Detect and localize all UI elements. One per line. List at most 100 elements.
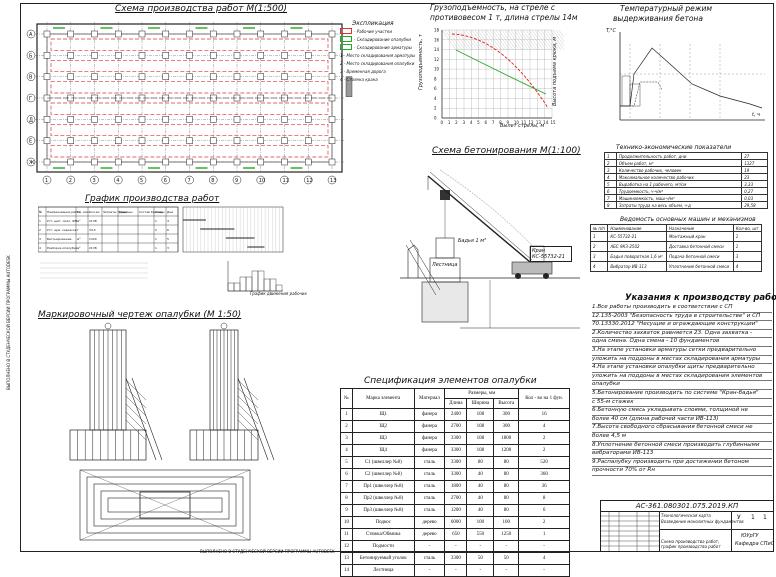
tep-cell-n: 6 bbox=[604, 187, 617, 195]
schedule-cell: Уст. щит. опал. ФМ bbox=[47, 219, 78, 223]
crane-y-tick: 8 bbox=[434, 76, 437, 81]
formwork-plan-contour bbox=[100, 490, 230, 520]
spec-cell: - bbox=[493, 540, 520, 553]
crane-hatch bbox=[519, 29, 535, 51]
formwork-ladder-rung bbox=[125, 403, 147, 425]
machine-cell-purpose: Доставка бетонной смеси bbox=[665, 241, 734, 252]
formwork-plan-contour bbox=[93, 483, 237, 527]
crane-x-tick: 2 bbox=[455, 120, 458, 125]
crane-body bbox=[511, 261, 553, 275]
schedule-cell: м² bbox=[77, 219, 81, 223]
plan-foundation bbox=[186, 52, 193, 59]
plan-foundation bbox=[257, 30, 264, 38]
histogram-bar bbox=[227, 282, 235, 292]
crane-x-tick: 6 bbox=[485, 120, 488, 125]
crane-hatch bbox=[516, 29, 532, 51]
instruction-line: 7.Высота свободного сбрасывания бетонной… bbox=[592, 424, 772, 433]
plan-foundation bbox=[162, 137, 169, 144]
schedule-cell: 1320 bbox=[89, 237, 97, 241]
plan-foundation bbox=[115, 158, 122, 166]
crane-x-tick: 5 bbox=[477, 120, 480, 125]
plan-axis-marker bbox=[304, 175, 313, 185]
spec-cell: фанера bbox=[413, 444, 446, 457]
spec-cell: 6 bbox=[518, 504, 570, 517]
formwork-plan-column bbox=[139, 491, 191, 519]
legend-item: 4 - Стоянка крана bbox=[340, 75, 420, 83]
plan-foundation bbox=[43, 52, 51, 59]
instruction-line: 5.Бетонирование производить по системе "… bbox=[592, 390, 772, 399]
plan-foundation bbox=[305, 137, 312, 144]
crane-hatch bbox=[507, 29, 523, 51]
tep-cell-value: 3,33 bbox=[741, 180, 768, 188]
formwork-ladder bbox=[125, 377, 157, 461]
machine-cell-name: Бадья поворотная 1,6 м³ bbox=[607, 251, 667, 262]
plan-axis-number: 12 bbox=[306, 178, 312, 184]
tep-cell-value: 23 bbox=[741, 173, 768, 181]
machines-title: Ведомость основных машин и механизмов bbox=[620, 216, 756, 223]
spec-cell: 550 bbox=[466, 528, 495, 541]
plan-foundation bbox=[138, 137, 146, 144]
instruction-line: вибраторами ИВ-113 bbox=[592, 450, 772, 459]
plan-axis-number: 13 bbox=[330, 178, 336, 184]
temp-ylabel: T,°C bbox=[606, 28, 617, 34]
spec-cell: 9 bbox=[340, 504, 353, 517]
spec-cell: 16 bbox=[518, 408, 570, 421]
plan-work-zone bbox=[50, 102, 329, 115]
machine-cell-qty: 3 bbox=[732, 251, 763, 262]
plan-axis-number: 11 bbox=[283, 178, 289, 184]
crane-x-tick: 15 bbox=[551, 120, 557, 125]
plan-foundation bbox=[186, 73, 193, 80]
schedule-cell: 1 bbox=[155, 246, 157, 250]
spec-cell: 13 bbox=[340, 552, 353, 565]
plan-foundation bbox=[186, 30, 193, 38]
spec-cell: 14 bbox=[340, 564, 353, 577]
plan-axis-letter: Г bbox=[29, 96, 32, 102]
legend-item: 2 - Место складирования опалубки bbox=[340, 59, 420, 67]
schedule-header-cell: Ед. изм. bbox=[77, 210, 90, 214]
spec-cell: 80 bbox=[466, 456, 495, 469]
crane-hatch bbox=[546, 29, 562, 51]
spec-cell: 2400 bbox=[444, 408, 468, 421]
tep-cell-text: Объем работ, м³ bbox=[615, 159, 743, 167]
instruction-line: более 4,5 м bbox=[592, 433, 772, 442]
plan-foundation bbox=[67, 137, 74, 144]
spec-cell: фанера bbox=[413, 408, 446, 421]
plan-axis-number: 4 bbox=[116, 178, 119, 184]
spec-cell: 40 bbox=[466, 504, 495, 517]
crane-y-tick: 0 bbox=[434, 116, 437, 121]
crane-x-tick: 3 bbox=[463, 120, 466, 125]
plan-foundation bbox=[305, 52, 312, 59]
instruction-line: прочности 70% от Rн bbox=[592, 467, 772, 476]
legend-swatch bbox=[340, 44, 352, 50]
machine-cell-qty: 1 bbox=[732, 231, 763, 242]
schedule-cell: 1 bbox=[155, 237, 157, 241]
crane-hatch bbox=[525, 29, 541, 51]
tep-cell-n: 7 bbox=[604, 194, 617, 202]
spec-header-n: № bbox=[340, 388, 353, 409]
crane-hatch bbox=[453, 29, 469, 51]
spec-cell: сталь bbox=[413, 480, 446, 493]
crane-chart-ylabel2: Высота подъема крюка, м bbox=[552, 36, 558, 106]
plan-foundation bbox=[138, 116, 146, 123]
spec-cell: 108 bbox=[466, 420, 495, 433]
plan-foundation bbox=[257, 73, 264, 80]
histogram-bar bbox=[275, 284, 283, 292]
legend-item-label: - Рабочие участки bbox=[354, 28, 392, 34]
instruction-line: 9.Распалубку производить при достижении … bbox=[592, 459, 772, 468]
tep-cell-n: 2 bbox=[604, 159, 617, 167]
plan-axis-letter: А bbox=[29, 32, 33, 38]
spec-cell: 1250 bbox=[493, 528, 520, 541]
concreting-svg bbox=[400, 169, 580, 329]
plan-axis-marker bbox=[90, 175, 99, 185]
machines-header-name: Наименование bbox=[607, 224, 667, 232]
formwork-drawing bbox=[40, 320, 330, 550]
formwork-ladder-rung bbox=[237, 379, 259, 401]
formwork-ladder-rung bbox=[237, 419, 259, 441]
schedule-cell: 4 bbox=[167, 219, 169, 223]
schedule-header-cell: Смен bbox=[155, 210, 163, 214]
